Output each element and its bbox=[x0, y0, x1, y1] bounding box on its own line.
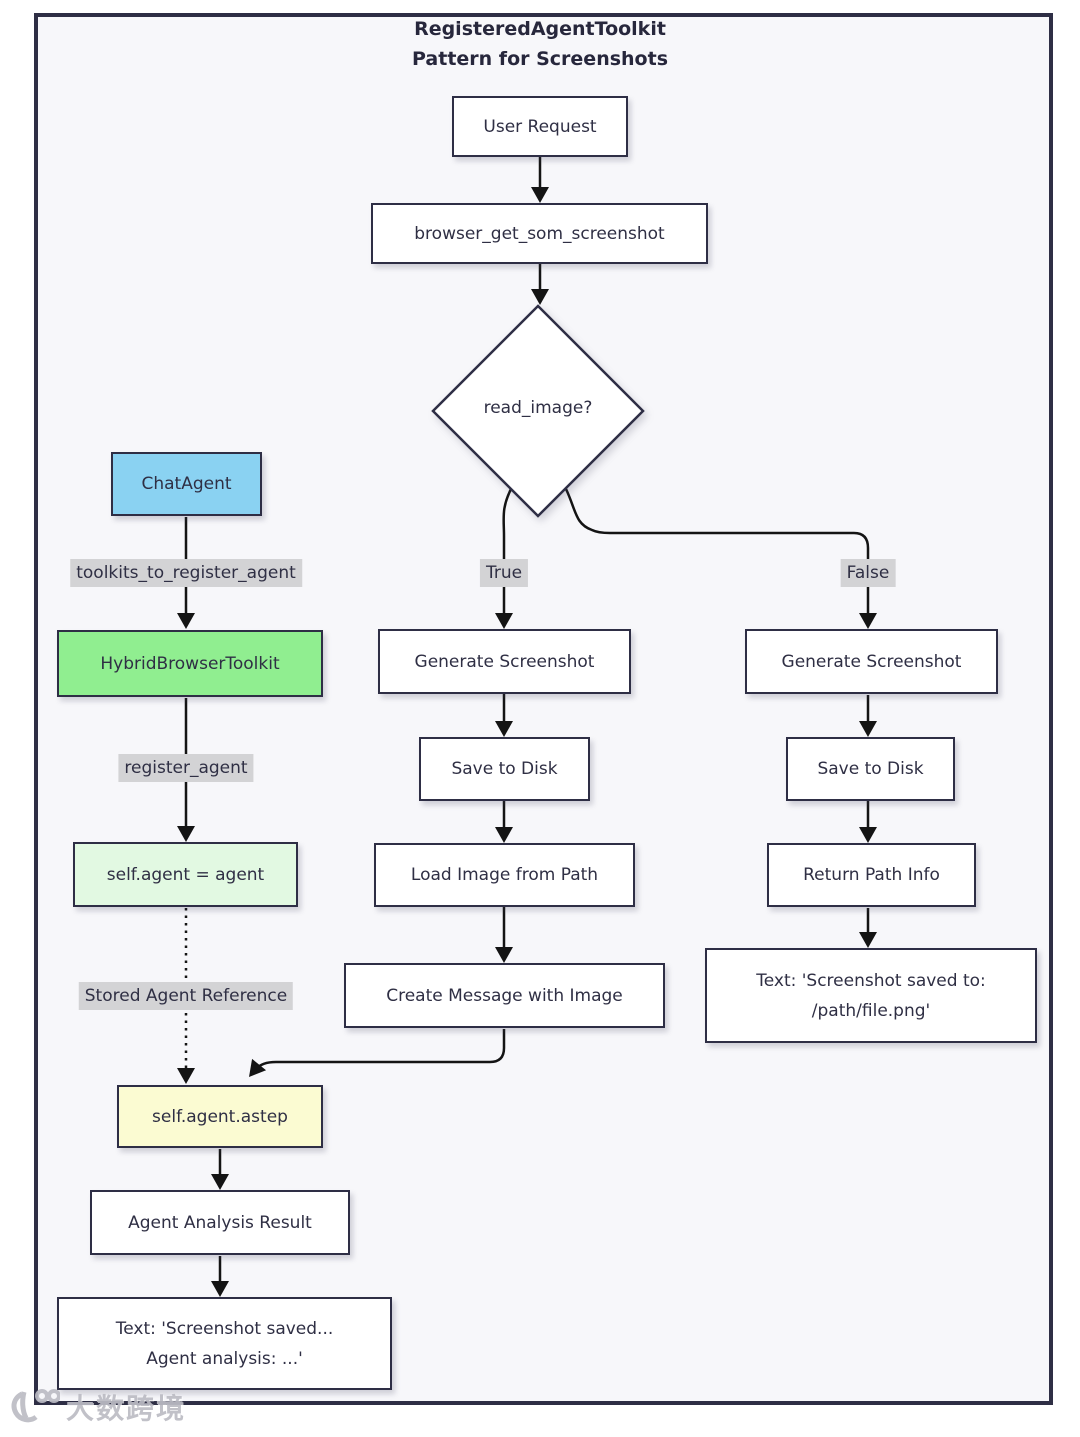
node-save-to-disk-false: Save to Disk bbox=[786, 737, 955, 801]
arrowhead bbox=[859, 721, 877, 737]
arrowhead bbox=[211, 1281, 229, 1297]
edge-label-toolkits-to-register-agent: toolkits_to_register_agent bbox=[70, 559, 302, 587]
edge-decision-false bbox=[564, 488, 870, 617]
watermark-text: 大数跨境 bbox=[66, 1392, 187, 1425]
diagram-title: RegisteredAgentToolkit Pattern for Scree… bbox=[0, 14, 1080, 74]
node-result-path-only: Text: 'Screenshot saved to: /path/file.p… bbox=[705, 948, 1037, 1043]
decision-diamond bbox=[431, 304, 645, 518]
arrowhead bbox=[859, 932, 877, 948]
result-with-analysis-line2: Agent analysis: ...' bbox=[146, 1348, 303, 1369]
node-self-agent-astep: self.agent.astep bbox=[117, 1085, 323, 1148]
node-agent-analysis-result: Agent Analysis Result bbox=[90, 1190, 350, 1255]
node-self-agent-assignment: self.agent = agent bbox=[73, 842, 298, 907]
arrowhead bbox=[177, 1068, 195, 1084]
arrowhead bbox=[531, 289, 549, 305]
edge-label-register-agent: register_agent bbox=[118, 754, 254, 782]
watermark-logo-icon bbox=[11, 1389, 60, 1423]
node-generate-screenshot-true: Generate Screenshot bbox=[378, 629, 631, 694]
arrowhead bbox=[177, 613, 195, 629]
result-path-only-line1: Text: 'Screenshot saved to: bbox=[756, 970, 986, 991]
node-generate-screenshot-false: Generate Screenshot bbox=[745, 629, 998, 694]
edge-decision-true bbox=[502, 486, 514, 617]
node-return-path-info: Return Path Info bbox=[767, 843, 976, 907]
node-load-image-from-path: Load Image from Path bbox=[374, 843, 635, 907]
result-with-analysis-line1: Text: 'Screenshot saved... bbox=[115, 1318, 334, 1339]
arrowhead bbox=[495, 613, 513, 629]
node-chat-agent: ChatAgent bbox=[111, 452, 262, 516]
arrowhead bbox=[495, 827, 513, 843]
result-path-only-line2: /path/file.png' bbox=[811, 1000, 931, 1021]
edge-label-false: False bbox=[840, 559, 896, 587]
node-read-image-label: read_image? bbox=[483, 398, 593, 418]
diagram-title-line1: RegisteredAgentToolkit bbox=[414, 18, 666, 40]
node-hybrid-browser-toolkit: HybridBrowserToolkit bbox=[57, 630, 323, 697]
arrowhead bbox=[211, 1174, 229, 1190]
arrowhead bbox=[495, 947, 513, 963]
node-result-with-analysis: Text: 'Screenshot saved... Agent analysi… bbox=[57, 1297, 392, 1390]
node-browser-get-som-screenshot: browser_get_som_screenshot bbox=[371, 203, 708, 264]
arrowhead bbox=[177, 826, 195, 842]
edge-label-true: True bbox=[479, 559, 529, 587]
edge-label-stored-agent-reference: Stored Agent Reference bbox=[78, 982, 294, 1010]
arrowhead bbox=[859, 827, 877, 843]
arrowhead bbox=[859, 613, 877, 629]
edge-create-to-astep bbox=[255, 1029, 506, 1070]
node-create-message-with-image: Create Message with Image bbox=[344, 963, 665, 1028]
arrowhead bbox=[249, 1058, 267, 1077]
watermark: 大数跨境 bbox=[8, 1386, 186, 1428]
diagram-title-line2: Pattern for Screenshots bbox=[412, 48, 668, 70]
arrowhead bbox=[531, 187, 549, 203]
node-save-to-disk-true: Save to Disk bbox=[419, 737, 590, 801]
arrowhead bbox=[495, 721, 513, 737]
node-user-request: User Request bbox=[452, 96, 628, 157]
